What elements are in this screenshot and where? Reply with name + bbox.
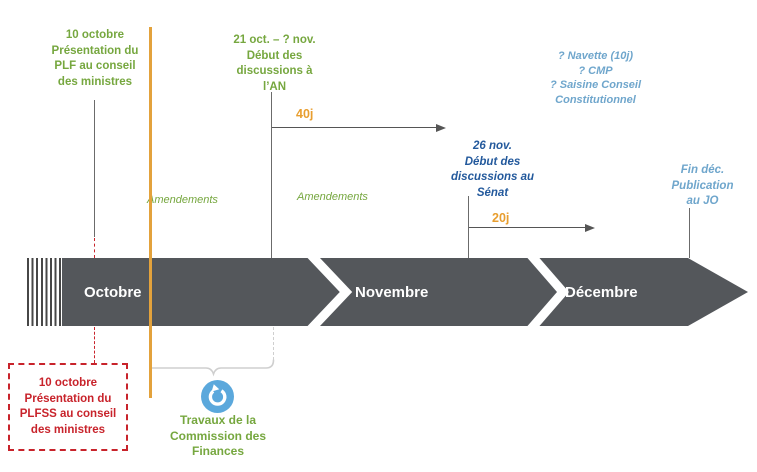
refresh-icon-circle <box>201 380 234 413</box>
arrow-20j-line <box>469 227 585 228</box>
arrow-40j-line <box>272 127 437 128</box>
commission-brace-path <box>149 359 275 377</box>
timeline-bar <box>62 250 748 334</box>
annotation-navette-cmp: ? Navette (10j) ? CMP ? Saisine Conseil … <box>549 50 642 106</box>
refresh-icon-arrowhead <box>211 384 220 392</box>
chevron-separator-nov-dec <box>526 251 569 333</box>
annotation-debut-senat: 26 nov. Début des discussions au Sénat <box>450 140 535 199</box>
label-duration-20j: 20j <box>492 211 510 225</box>
refresh-icon-arc <box>208 389 227 406</box>
timeline-bar-shape <box>62 258 748 326</box>
month-octobre: Octobre <box>84 284 142 301</box>
arrow-20j-head <box>585 223 595 232</box>
label-amendements-an: Amendements <box>147 194 218 206</box>
annotation-plfss-box: 10 octobre Présentation du PLFSS au cons… <box>8 363 128 451</box>
connector-plf-line <box>94 100 95 237</box>
month-novembre: Novembre <box>355 284 429 301</box>
arrow-40j-head <box>436 123 446 132</box>
timeline-hatched-start <box>27 258 63 326</box>
refresh-icon <box>201 380 234 413</box>
annotation-plf-presentation: 10 octobre Présentation du PLF au consei… <box>51 29 139 88</box>
connector-jo-line <box>689 208 690 258</box>
label-amendements-senat: Amendements <box>297 191 368 203</box>
chevron-separator-oct-nov <box>306 250 353 334</box>
annotation-publication-jo: Fin déc. Publication au JO <box>671 164 734 207</box>
annotation-debut-an: 21 oct. – ? nov. Début des discussions à… <box>233 34 316 93</box>
annotation-plfss-text: 10 octobre Présentation du PLFSS au cons… <box>19 377 117 436</box>
label-duration-40j: 40j <box>296 107 314 121</box>
connector-plf-red-dash-top <box>94 238 95 258</box>
month-decembre: Décembre <box>565 284 638 301</box>
connector-plfss-red-dash-bottom <box>94 327 95 363</box>
commission-period-line <box>149 27 152 398</box>
commission-brace <box>149 359 275 377</box>
annotation-commission-finances: Travaux de la Commission des Finances <box>169 413 267 458</box>
connector-an-line <box>271 92 272 258</box>
connector-senat-line <box>468 196 469 258</box>
connector-commission-dashed <box>273 327 274 360</box>
